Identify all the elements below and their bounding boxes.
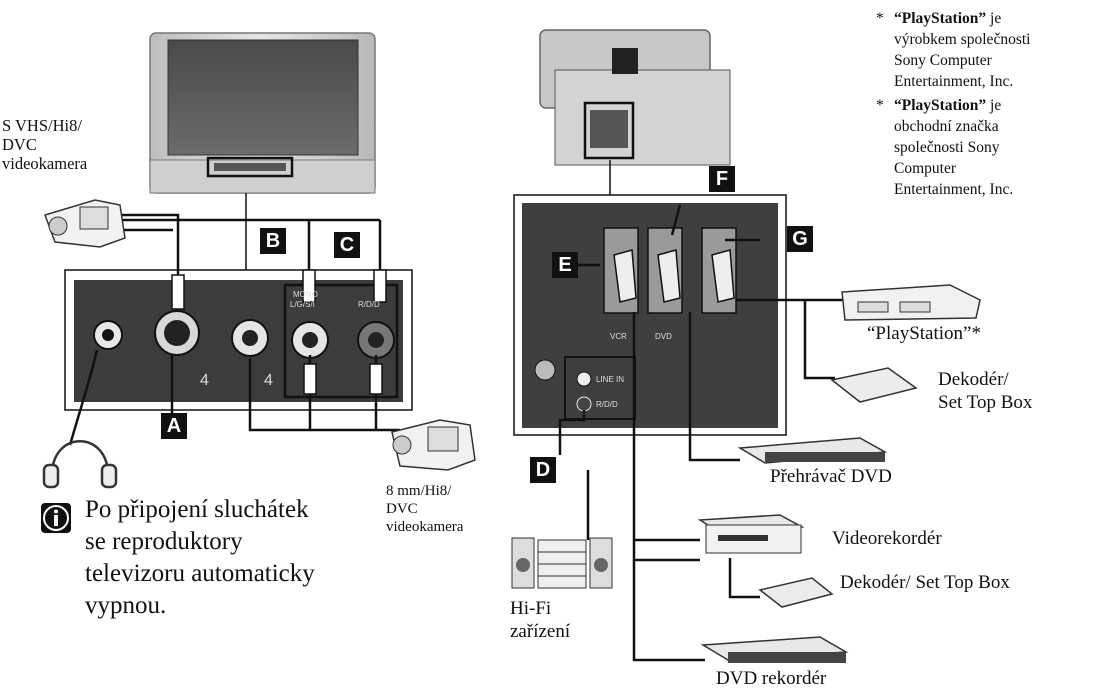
footnote-line: Computer bbox=[894, 160, 956, 177]
footnote-line: Entertainment, Inc. bbox=[894, 181, 1014, 198]
panel-in4-b: 4 bbox=[264, 372, 273, 389]
dvd-recorder-device bbox=[700, 636, 849, 663]
label-hifi: Hi-Fi zařízení bbox=[510, 597, 570, 643]
label-dvd-player: Přehrávač DVD bbox=[770, 466, 892, 487]
label-decoder1-line: Dekodér/ bbox=[938, 369, 1009, 390]
footnote-line: výrobkem společnosti bbox=[894, 31, 1031, 48]
footnote-text: “PlayStation” je bbox=[894, 8, 1030, 29]
info-line: televizoru automaticky bbox=[85, 560, 315, 587]
dvd-player-device bbox=[737, 437, 888, 464]
label-playstation: “PlayStation”* bbox=[867, 323, 981, 344]
info-icon bbox=[41, 503, 71, 533]
footnote-brand: “PlayStation” bbox=[894, 10, 987, 27]
rear-panel bbox=[513, 194, 787, 436]
footnote-line: Sony Computer bbox=[894, 52, 992, 69]
playstation-device bbox=[841, 284, 981, 321]
label-decoder1-line: Set Top Box bbox=[938, 392, 1033, 413]
label-c: C bbox=[334, 232, 360, 258]
footnote-line: obchodní značka bbox=[894, 118, 999, 135]
rear-tv bbox=[539, 29, 731, 195]
label-camcorder-top: S VHS/Hi8/ DVC videokamera bbox=[2, 116, 87, 173]
info-line: se reproduktory bbox=[85, 528, 243, 555]
footnote-product: * “PlayStation” je výrobkem společnosti … bbox=[876, 8, 1030, 92]
label-decoder2: Dekodér/ Set Top Box bbox=[840, 572, 1010, 593]
camcorder-top-device bbox=[44, 199, 126, 248]
label-b: B bbox=[260, 228, 286, 254]
panel-mono: MONO bbox=[293, 290, 318, 299]
hifi-device bbox=[511, 537, 613, 589]
label-camcorder-bottom-line: 8 mm/Hi8/ bbox=[386, 483, 452, 499]
vcr-device bbox=[697, 514, 805, 554]
decoder2-device bbox=[758, 577, 834, 608]
rear-cables bbox=[558, 204, 845, 662]
label-camcorder-bottom: 8 mm/Hi8/ DVC videokamera bbox=[386, 482, 463, 536]
front-cables bbox=[68, 213, 400, 446]
footnote-line: společnosti Sony bbox=[894, 139, 1000, 156]
panel-dvd: DVD bbox=[655, 332, 672, 341]
headphones-device bbox=[42, 440, 118, 489]
label-a: A bbox=[161, 413, 187, 439]
label-camcorder-top-line: videokamera bbox=[2, 154, 88, 173]
footnote-line: Entertainment, Inc. bbox=[894, 73, 1014, 90]
panel-in4-a: 4 bbox=[200, 372, 209, 389]
panel-rdd2: R/D/D bbox=[596, 400, 618, 409]
info-line: vypnou. bbox=[85, 592, 167, 619]
footnote-text: “PlayStation” je bbox=[894, 95, 1013, 116]
panel-lsl: L/G/S/I bbox=[290, 300, 315, 309]
label-g: G bbox=[787, 226, 813, 252]
footnote-line: je bbox=[990, 97, 1002, 114]
info-line: Po připojení sluchátek bbox=[85, 496, 309, 523]
info-text: Po připojení sluchátek se reproduktory t… bbox=[85, 494, 315, 622]
label-dvd-recorder: DVD rekordér bbox=[716, 668, 827, 689]
panel-rdd: R/D/D bbox=[358, 300, 380, 309]
label-hifi-line: Hi-Fi bbox=[510, 598, 552, 619]
camcorder-bottom-device bbox=[391, 419, 476, 471]
label-vcr: Videorekordér bbox=[832, 528, 942, 549]
label-camcorder-top-line: S VHS/Hi8/ bbox=[2, 116, 82, 135]
footnote-star: * bbox=[876, 97, 884, 114]
footnote-star: * bbox=[876, 10, 884, 27]
label-decoder1: Dekodér/ Set Top Box bbox=[938, 368, 1032, 414]
front-tv bbox=[149, 32, 376, 270]
label-camcorder-bottom-line: DVC bbox=[386, 501, 418, 517]
decoder1-device bbox=[830, 367, 918, 403]
label-hifi-line: zařízení bbox=[510, 621, 571, 642]
panel-vcr: VCR bbox=[610, 332, 627, 341]
label-camcorder-bottom-line: videokamera bbox=[386, 519, 464, 535]
footnote-brand: “PlayStation” bbox=[894, 97, 987, 114]
label-d: D bbox=[530, 457, 556, 483]
label-camcorder-top-line: DVC bbox=[2, 135, 37, 154]
front-plugs bbox=[171, 269, 387, 395]
panel-line-in: LINE IN bbox=[596, 375, 625, 384]
footnote-line: je bbox=[990, 10, 1002, 27]
label-e: E bbox=[552, 252, 578, 278]
label-f: F bbox=[709, 166, 735, 192]
front-panel bbox=[64, 269, 413, 411]
footnote-trademark: * “PlayStation” je obchodní značka spole… bbox=[876, 95, 1013, 200]
